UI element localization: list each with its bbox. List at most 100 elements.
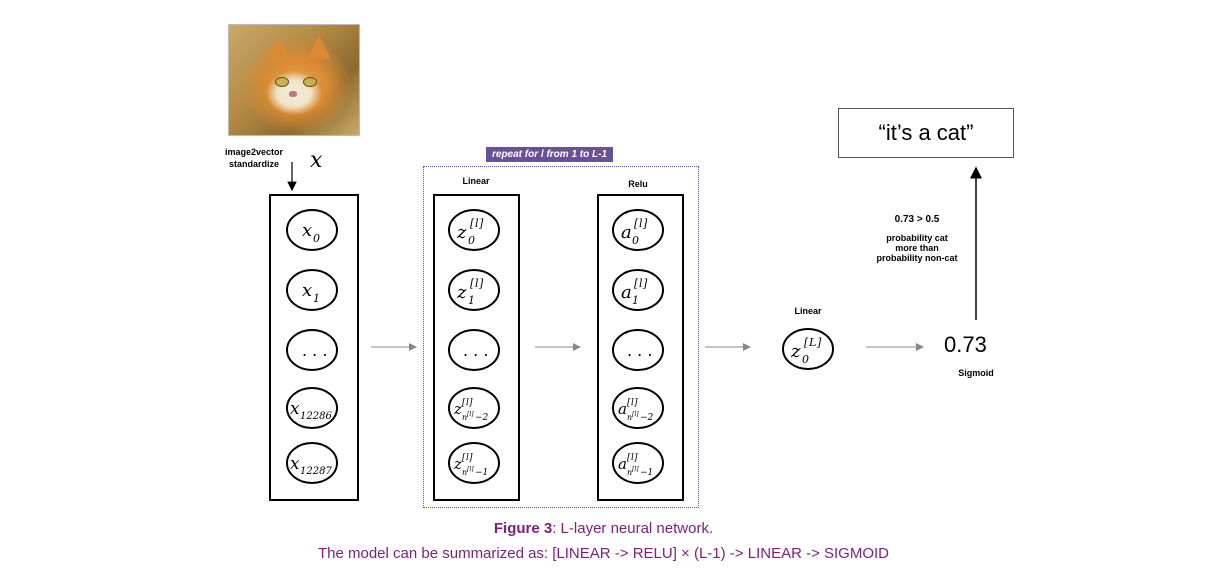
svg-text:]: ] — [468, 398, 473, 408]
svg-text:0: 0 — [468, 234, 475, 247]
figure-caption: Figure 3: L-layer neural network. — [0, 520, 1207, 537]
svg-text:z: z — [456, 222, 467, 243]
figure-label: Figure 3 — [493, 520, 553, 537]
svg-text:x: x — [302, 220, 312, 241]
output-value: 0.73 — [944, 332, 987, 357]
preprocess-label: image2vector standardize — [214, 146, 294, 170]
svg-text:n: n — [627, 468, 632, 477]
svg-text:[l]: [l] — [632, 411, 639, 418]
decision-line: probability cat — [886, 233, 948, 243]
svg-text:l: l — [631, 453, 634, 463]
svg-text:a: a — [618, 400, 627, 418]
decision-line: more than — [895, 243, 939, 253]
svg-text:n: n — [627, 413, 632, 422]
svg-text:1: 1 — [632, 294, 639, 307]
neuron-z-n-2: z[l] n[l]−2 — [448, 387, 500, 429]
svg-text:[: [ — [627, 453, 631, 463]
svg-text:[: [ — [804, 336, 809, 349]
prediction-label: “it’s a cat” — [838, 108, 1014, 158]
repeat-tag: repeat for l from 1 to L-1 — [486, 147, 614, 162]
svg-text:]: ] — [633, 398, 638, 408]
figure-title: : L-layer neural network. — [552, 520, 714, 537]
svg-text:l: l — [466, 453, 469, 463]
svg-text:[: [ — [634, 277, 639, 290]
svg-text:l: l — [475, 217, 479, 230]
svg-text:0: 0 — [802, 353, 809, 366]
svg-text:]: ] — [478, 217, 484, 230]
standardize-label: standardize — [228, 159, 279, 169]
svg-text:]: ] — [642, 217, 648, 230]
neuron-ellipsis: . . . — [612, 329, 664, 371]
decision-line: probability non-cat — [876, 253, 958, 263]
svg-text:l: l — [475, 277, 479, 290]
model-summary: The model can be summarized as: [LINEAR … — [317, 545, 890, 562]
svg-text:[: [ — [462, 453, 466, 463]
svg-text:l: l — [466, 398, 469, 408]
svg-text:−1: −1 — [640, 468, 653, 478]
svg-text:[: [ — [627, 398, 631, 408]
decision-note: 0.73 > 0.5 probability cat more than pro… — [858, 214, 976, 264]
svg-text:]: ] — [633, 453, 638, 463]
sigmoid-label: Sigmoid — [958, 368, 994, 378]
svg-text:a: a — [621, 222, 632, 243]
svg-text:0: 0 — [632, 234, 639, 247]
relu-layer-label: Relu — [628, 179, 648, 189]
neuron-a-n-2: a[l] n[l]−2 — [612, 387, 664, 429]
svg-text:z: z — [453, 400, 462, 418]
neuron-a-n-1: a[l] n[l]−1 — [612, 442, 664, 484]
svg-text:x: x — [290, 399, 300, 419]
svg-text:l: l — [639, 217, 643, 230]
neuron-ellipsis: . . . — [448, 329, 500, 371]
svg-text:l: l — [631, 398, 634, 408]
svg-text:n: n — [462, 468, 467, 477]
svg-text:−1: −1 — [475, 468, 488, 478]
linear-layer-label: Linear — [462, 176, 490, 186]
svg-text:z: z — [790, 341, 801, 362]
svg-text:[l]: [l] — [467, 466, 474, 473]
svg-text:]: ] — [642, 277, 648, 290]
image2vector-label: image2vector — [224, 147, 284, 157]
input-symbol: x — [310, 148, 323, 173]
svg-text:a: a — [621, 282, 632, 303]
svg-text:]: ] — [478, 277, 484, 290]
threshold-text: 0.73 > 0.5 — [894, 214, 940, 225]
neuron-ellipsis: . . . — [286, 329, 338, 371]
svg-text:12286: 12286 — [300, 411, 332, 422]
svg-text:[: [ — [470, 217, 475, 230]
repeat-block — [423, 166, 699, 508]
neuron-z-n-1: z[l] n[l]−1 — [448, 442, 500, 484]
svg-text:. . .: . . . — [302, 341, 327, 360]
svg-text:z: z — [456, 282, 467, 303]
svg-text:x: x — [290, 454, 300, 474]
svg-text:[: [ — [634, 217, 639, 230]
output-linear-label: Linear — [794, 306, 822, 316]
svg-text:a: a — [618, 455, 627, 473]
svg-text:[l]: [l] — [632, 466, 639, 473]
svg-text:n: n — [462, 413, 467, 422]
svg-text:[l]: [l] — [467, 411, 474, 418]
svg-text:1: 1 — [313, 292, 320, 305]
svg-text:1: 1 — [468, 294, 475, 307]
svg-text:x: x — [302, 280, 312, 301]
svg-text:[: [ — [470, 277, 475, 290]
svg-text:z: z — [453, 455, 462, 473]
svg-text:l: l — [639, 277, 643, 290]
cat-image — [228, 24, 360, 136]
svg-text:]: ] — [468, 453, 473, 463]
svg-text:. . .: . . . — [627, 341, 652, 360]
svg-text:12287: 12287 — [300, 466, 332, 477]
svg-text:−2: −2 — [640, 413, 654, 423]
